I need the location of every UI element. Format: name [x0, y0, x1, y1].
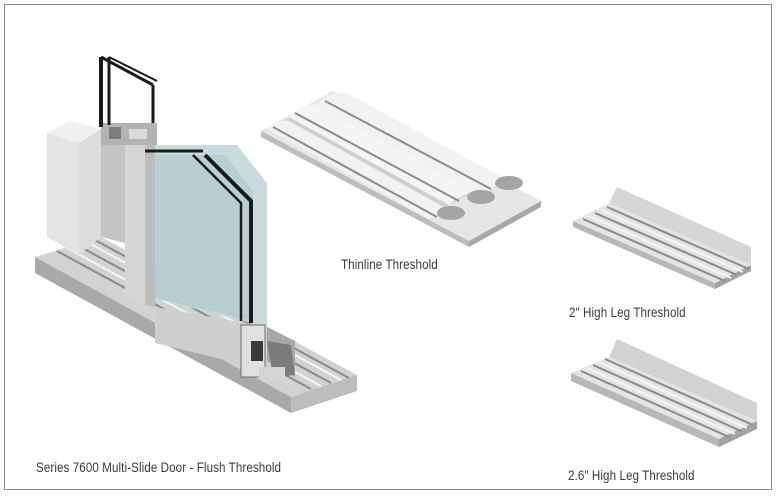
door-caption: Series 7600 Multi-Slide Door - Flush Thr…	[36, 460, 282, 475]
door-section-drawing	[35, 55, 357, 413]
thinline-threshold-drawing	[261, 91, 541, 247]
high-leg-26-threshold-illustration	[565, 339, 765, 470]
high-leg-2-caption: 2″ High Leg Threshold	[569, 305, 686, 320]
door-section-illustration	[5, 5, 405, 445]
high-leg-2-threshold-illustration	[565, 181, 755, 301]
high-leg-26-threshold-drawing	[571, 339, 757, 447]
thinline-caption: Thinline Threshold	[341, 257, 438, 272]
thinline-threshold-illustration	[255, 65, 545, 247]
figure-frame: Series 7600 Multi-Slide Door - Flush Thr…	[4, 4, 772, 490]
high-leg-26-caption: 2.6″ High Leg Threshold	[568, 468, 695, 483]
high-leg-2-threshold-drawing	[573, 187, 751, 289]
